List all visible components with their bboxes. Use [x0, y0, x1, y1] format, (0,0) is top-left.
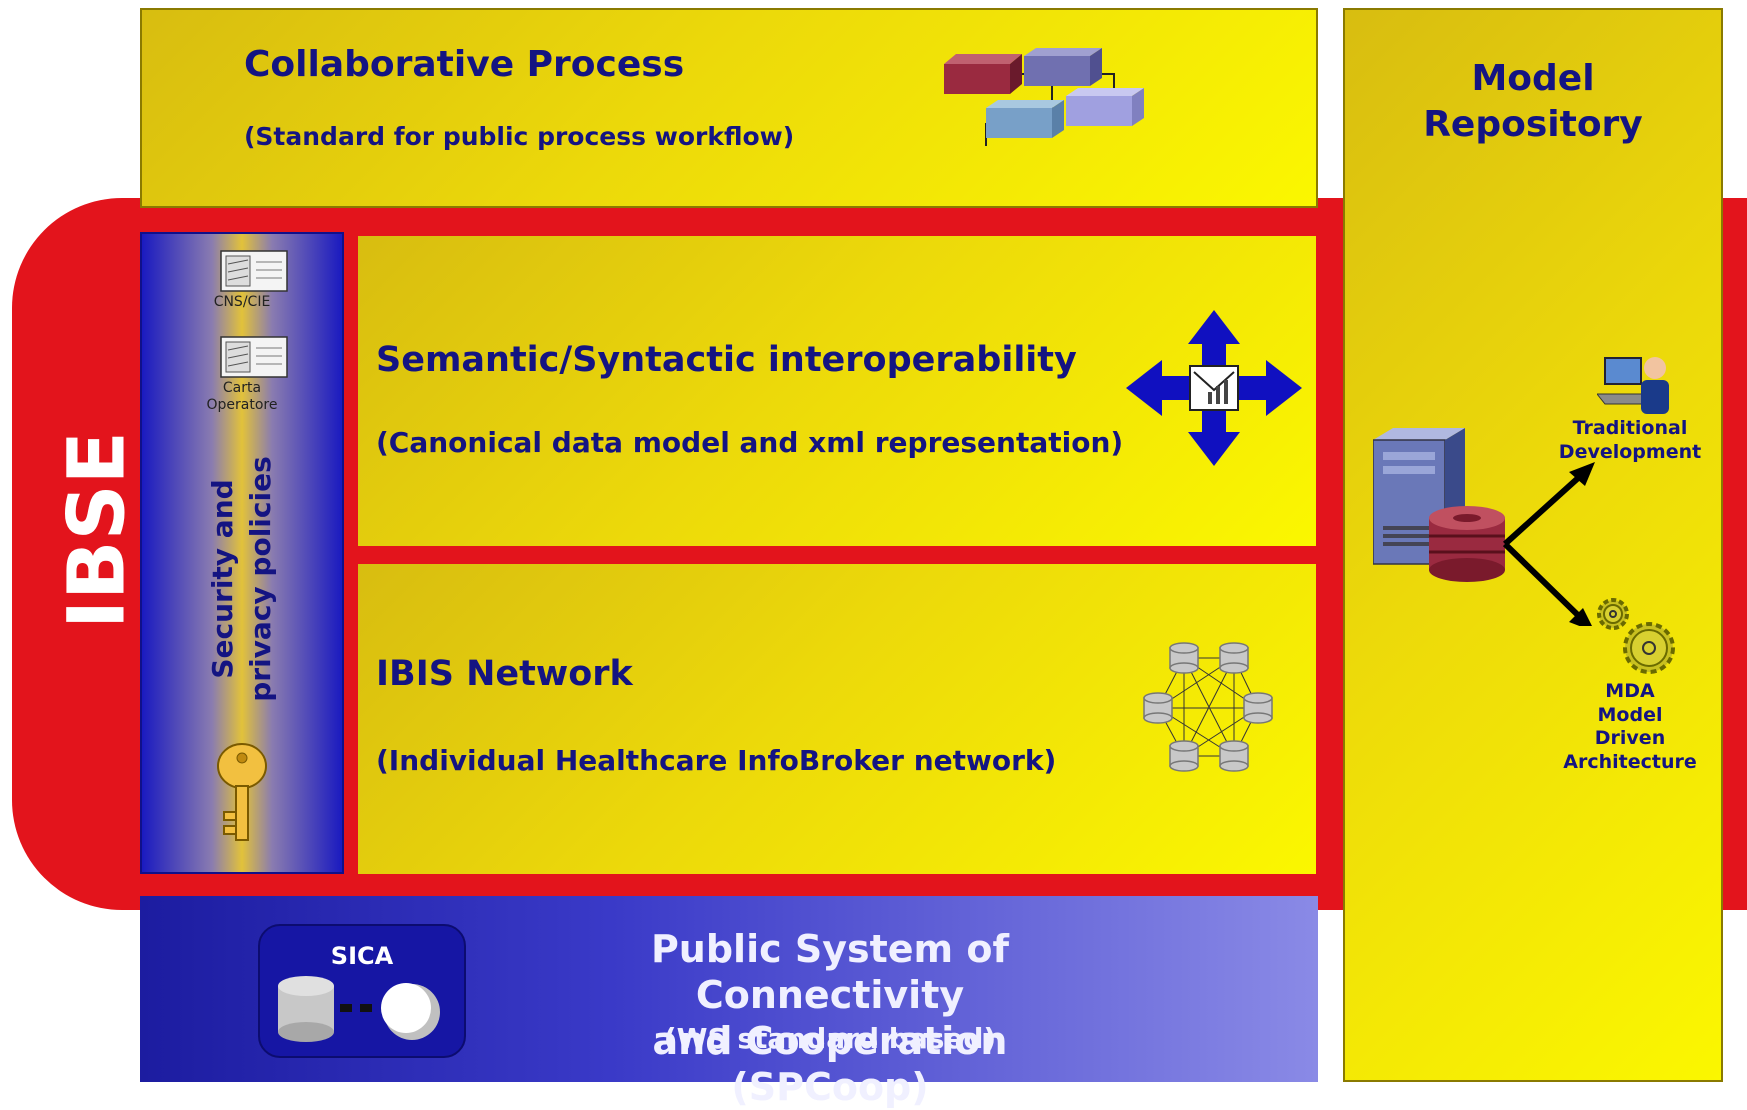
- server-database-icon: [1373, 428, 1595, 626]
- ibse-label-text: IBSE: [52, 431, 140, 629]
- sica-box: SICA: [258, 924, 466, 1058]
- collaborative-subtitle: (Standard for public process workflow): [244, 122, 795, 151]
- cns-cie-label: CNS/CIE: [213, 294, 271, 310]
- sica-database-connection-icon: [278, 976, 440, 1042]
- ibis-title: IBIS Network: [376, 654, 633, 694]
- semantic-subtitle: (Canonical data model and xml representa…: [376, 426, 1124, 459]
- semantic-interoperability-panel: Semantic/Syntactic interoperability (Can…: [358, 236, 1316, 546]
- security-label: Security and privacy policies: [206, 456, 277, 702]
- network-nodes-icon: [1143, 642, 1273, 772]
- semantic-title: Semantic/Syntactic interoperability: [376, 340, 1077, 380]
- ibis-network-panel: IBIS Network (Individual Healthcare Info…: [358, 564, 1316, 874]
- process-blocks-icon: [944, 48, 1144, 146]
- ibse-label: IBSE: [52, 431, 140, 629]
- traditional-line2: Development: [1558, 441, 1702, 463]
- security-label-line2: privacy policies: [244, 456, 277, 702]
- spcoop-title: Public System of Connectivity and Cooper…: [550, 926, 1110, 1110]
- repository-title: Model Repository: [1345, 56, 1721, 148]
- mda-line1: MDA: [1605, 680, 1655, 702]
- carta-label-line1: Carta: [222, 380, 262, 396]
- four-way-arrows-icon: [1126, 310, 1302, 466]
- mda-line3: Driven: [1594, 727, 1666, 749]
- collaborative-process-panel: Collaborative Process (Standard for publ…: [140, 8, 1318, 208]
- sica-label: SICA: [330, 942, 394, 970]
- security-label-line1: Security and: [206, 479, 239, 678]
- carta-operatore-label: Carta Operatore: [142, 380, 342, 414]
- traditional-development-label: Traditional Development: [1545, 416, 1715, 464]
- ibis-subtitle: (Individual Healthcare InfoBroker networ…: [376, 744, 1057, 777]
- carta-label-line2: Operatore: [206, 397, 278, 413]
- mda-line4: Architecture: [1563, 750, 1697, 773]
- carta-operatore-card-icon: [220, 336, 288, 378]
- spcoop-title-line1: Public System of Connectivity: [650, 927, 1010, 1017]
- spcoop-subtitle: (WS standard based): [663, 1022, 997, 1055]
- security-policies-column: CNS/CIE Carta Operatore Security and pri…: [140, 232, 344, 874]
- mda-line2: Model: [1597, 703, 1663, 726]
- key-icon: [217, 743, 267, 841]
- cns-cie-card-icon: [220, 250, 288, 292]
- model-repository-panel: Model Repository Traditional Development: [1343, 8, 1723, 1082]
- repository-title-line1: Model: [1471, 58, 1595, 99]
- gears-icon: [1597, 598, 1675, 674]
- collaborative-title: Collaborative Process: [244, 44, 685, 85]
- developer-computer-icon: [1597, 357, 1669, 414]
- traditional-line1: Traditional: [1572, 417, 1688, 439]
- mda-label: MDA Model Driven Architecture: [1545, 680, 1715, 774]
- repository-title-line2: Repository: [1423, 104, 1643, 145]
